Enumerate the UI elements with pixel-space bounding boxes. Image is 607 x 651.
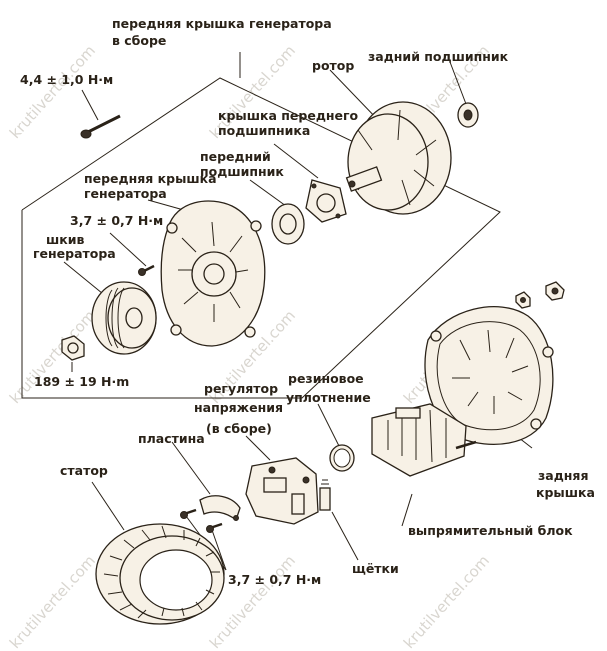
label-front-bearing-1: передний: [200, 149, 271, 164]
front-cover-assembly-outline: [21, 77, 501, 399]
label-stator: статор: [60, 463, 108, 478]
regulator-screws: [180, 508, 223, 533]
label-front-cover-assembly-2: в сборе: [112, 33, 167, 48]
label-torque-screw: 3,7 ± 0,7 Н·м: [70, 213, 164, 228]
voltage-regulator: [245, 457, 319, 525]
leader-brushes: [331, 511, 359, 561]
label-regulator-1: регулятор: [204, 381, 279, 396]
leader-rear-bearing: [449, 61, 467, 105]
front-bearing: [271, 203, 305, 245]
label-pulley-2: генератора: [33, 246, 116, 261]
label-plate: пластина: [138, 431, 205, 446]
label-regulator-2: напряжения: [194, 400, 284, 415]
label-front-bearing-cover-1: крышка переднего: [218, 108, 359, 123]
label-rear-cover-2: крышка: [536, 485, 595, 500]
leader-plate: [171, 441, 211, 495]
label-pulley-1: шкив: [46, 232, 85, 247]
label-rear-bearing: задний подшипник: [368, 49, 509, 64]
leader-stator: [91, 481, 125, 531]
rear-cover: [424, 306, 554, 446]
rear-bearing: [457, 102, 479, 128]
leader-torque-bolt: [81, 89, 99, 121]
label-front-cover-1: передняя крышка: [84, 171, 217, 186]
label-torque-screws-bottom: 3,7 ± 0,7 Н·м: [228, 572, 322, 587]
rectifier-block: [371, 403, 477, 477]
leader-torque-screw: [109, 232, 147, 267]
label-front-cover-2: генератора: [84, 186, 167, 201]
pulley-nut: [61, 335, 85, 361]
front-bearing-cover: [305, 179, 347, 223]
label-torque-nut: 189 ± 19 Н·m: [34, 374, 130, 389]
label-front-bearing-cover-2: подшипника: [218, 123, 311, 138]
plate: [199, 495, 241, 522]
rotor: [345, 101, 452, 215]
leader-front-bearing: [249, 179, 287, 207]
front-cover-screw: [138, 264, 155, 276]
leader-rectifier: [401, 493, 413, 527]
rubber-seal: [329, 444, 355, 472]
label-rubber-seal-1: резиновое: [288, 371, 364, 386]
leader-rotor: [329, 69, 381, 123]
front-cover: [160, 200, 266, 347]
label-rotor: ротор: [312, 58, 355, 73]
leader-pulley: [63, 261, 109, 299]
leader-rubber-seal: [317, 403, 341, 449]
label-rear-cover-1: задняя: [538, 468, 589, 483]
brushes: [319, 479, 331, 511]
stator: [95, 523, 225, 625]
leader-regulator: [245, 435, 271, 461]
label-rubber-seal-2: уплотнение: [286, 390, 371, 405]
pulley: [91, 281, 157, 355]
label-front-bearing-2: подшипник: [200, 164, 284, 179]
label-torque-bolt: 4,4 ± 1,0 Н·м: [20, 72, 114, 87]
label-rectifier: выпрямительный блок: [408, 523, 573, 538]
label-regulator-3: (в сборе): [206, 421, 272, 436]
leader-front-bearing-cover: [273, 143, 319, 179]
through-bolt: [80, 114, 121, 139]
label-brushes: щётки: [352, 561, 399, 576]
rear-cover-nuts: [515, 281, 565, 309]
label-front-cover-assembly-1: передняя крышка генератора: [112, 16, 332, 31]
leader-torque-screws-bottom: [211, 529, 227, 571]
